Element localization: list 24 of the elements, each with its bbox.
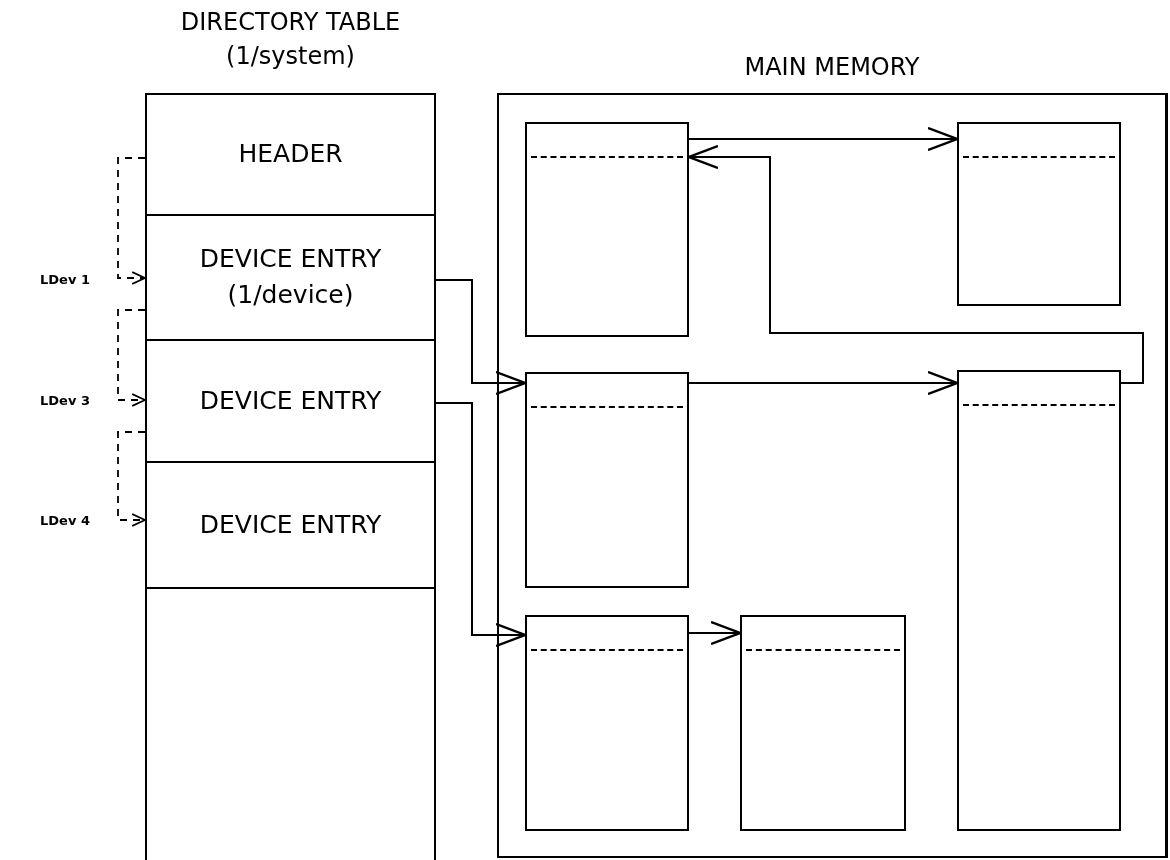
arrow xyxy=(435,402,527,648)
memory-block xyxy=(525,122,689,337)
device-label: LDev 4 xyxy=(40,513,90,528)
arrow xyxy=(117,431,146,527)
device-label: LDev 1 xyxy=(40,272,90,287)
cell-label: DEVICE ENTRY (1/device) xyxy=(198,243,383,311)
arrow xyxy=(117,309,146,407)
cell-label: DEVICE ENTRY xyxy=(198,508,383,541)
cell-label: HEADER xyxy=(237,137,344,170)
cell-label: DEVICE ENTRY xyxy=(198,384,383,417)
memory-block xyxy=(957,122,1121,306)
arrow xyxy=(688,370,959,396)
memory-block xyxy=(525,615,689,831)
memory-block xyxy=(525,372,689,588)
memory-block xyxy=(957,370,1121,831)
arrow xyxy=(117,157,146,285)
arrow xyxy=(688,620,742,646)
arrow xyxy=(435,279,527,396)
arrow xyxy=(687,144,1144,384)
section-title: DIRECTORY TABLE (1/system) xyxy=(179,7,402,72)
section-title: MAIN MEMORY xyxy=(743,52,921,83)
memory-block xyxy=(740,615,906,831)
arrow xyxy=(688,126,959,152)
device-label: LDev 3 xyxy=(40,393,90,408)
